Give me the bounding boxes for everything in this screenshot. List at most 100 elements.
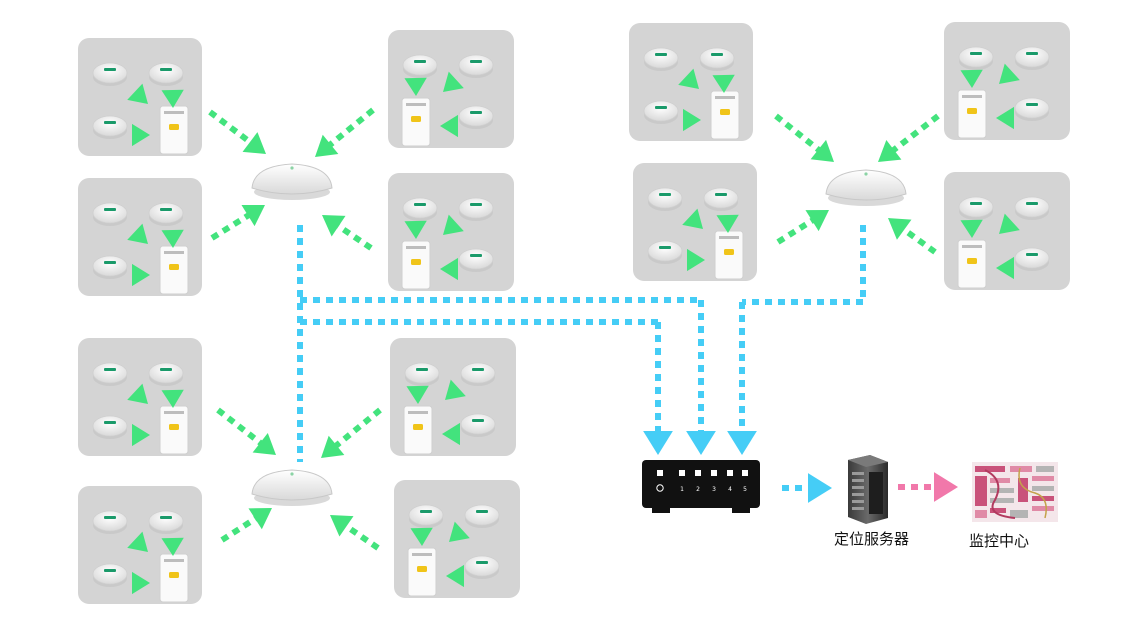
zone-panel-12-tag-3: [1014, 247, 1050, 271]
monitor-label: 监控中心: [969, 532, 1030, 550]
map-block: [990, 488, 1014, 493]
signal-arrow-5-shaft: [216, 407, 266, 448]
map-block: [1010, 510, 1028, 518]
zone-panel-7-arrow-2: [445, 379, 466, 400]
signal-arrow-7: [321, 407, 382, 458]
zone-panel-5-beacon: [159, 405, 189, 455]
server-top: [848, 455, 888, 467]
switch-port-number: 5: [743, 486, 747, 493]
zone-panel-10-arrow-1: [682, 208, 703, 229]
zone-panel-7-tag-2-top: [460, 362, 496, 384]
signal-arrow-12-shaft: [899, 224, 937, 255]
zone-panel-1-beacon-grille: [164, 111, 184, 114]
zone-panel-12-tag-2-top: [1014, 196, 1050, 218]
signal-arrow-6-head: [248, 508, 272, 530]
zone-panel-10-tag-3-top: [647, 240, 683, 262]
zone-panel-2-beacon-grille: [164, 251, 184, 254]
zone-panel-6-arrow-1: [127, 531, 148, 552]
zone-panel-3-arrow-2: [443, 71, 464, 92]
signal-arrow-7-shaft: [331, 407, 382, 451]
zone-panel-5-tag-2: [148, 362, 184, 386]
zone-panel-8-tag-2-logo: [476, 510, 488, 513]
server-drive-bay: [852, 493, 864, 496]
zone-panel-9-beacon-led: [720, 109, 730, 115]
signal-arrow-9: [774, 113, 834, 162]
zone-panel-2-tag-2-logo: [160, 208, 172, 211]
zone-panel-8-tag-2: [464, 504, 500, 528]
zone-panel-9-beacon-grille: [715, 96, 735, 99]
zone-panel-11-beacon: [957, 89, 987, 139]
zone-panel-7-arrow-1: [406, 385, 429, 404]
zone-panel-3-tag-1: [402, 54, 438, 78]
zone-panel-2-arrow-1: [127, 223, 148, 244]
zone-panel-6-beacon: [159, 553, 189, 603]
switch-body: [642, 460, 760, 508]
map-block: [975, 476, 987, 506]
zone-panel-6-tag-3: [92, 563, 128, 587]
access-point-1-status-led: [290, 166, 294, 170]
access-point-3: [825, 169, 907, 206]
zone-panel-12-arrow-3: [996, 256, 1014, 280]
zone-panel-1-tag-3-top: [92, 115, 128, 137]
signal-arrow-3-shaft: [325, 107, 375, 150]
zone-panel-7-tag-3: [460, 413, 496, 437]
zone-panel-11-tag-2-logo: [1026, 52, 1038, 55]
zone-panel-12: [944, 172, 1070, 290]
zone-panel-8-arrow-3: [446, 564, 464, 588]
zone-panel-6-tag-3-top: [92, 563, 128, 585]
zone-panel-6: [78, 486, 202, 604]
zone-panel-3-tag-2-top: [458, 54, 494, 76]
zone-panel-3-arrow-1: [404, 77, 427, 96]
zone-panel-10-tag-2-top: [703, 187, 739, 209]
zone-panel-9-arrow-2: [712, 74, 735, 93]
zone-panel-4-tag-3-logo: [470, 254, 482, 257]
zone-panel-2-arrow-3: [132, 263, 150, 287]
zone-panel-1-arrow-1: [127, 83, 148, 104]
access-point-2: [251, 469, 333, 506]
map-block: [975, 466, 1005, 472]
zone-panel-5-tag-2-top: [148, 362, 184, 384]
switch-foot-right: [732, 506, 750, 513]
zone-panel-7-tag-2: [460, 362, 496, 386]
access-point-2-status-led: [290, 472, 294, 476]
zone-panel-7: [390, 338, 516, 456]
zone-panel-3: [388, 30, 514, 148]
switch-port-2: [695, 470, 701, 476]
zone-panel-12-arrow-1: [960, 219, 983, 238]
zone-panel-2-tag-3-logo: [104, 261, 116, 264]
zone-panel-12-tag-1-top: [958, 196, 994, 218]
zone-panel-4-tag-1: [402, 197, 438, 221]
signal-arrow-4-shaft: [333, 221, 373, 251]
signal-arrow-2-head: [241, 205, 265, 227]
zone-panel-3-beacon: [401, 97, 431, 147]
zone-panel-4-beacon: [401, 240, 431, 290]
server-drive-bay: [852, 500, 864, 503]
floor-map-icon: [972, 462, 1058, 522]
zone-panel-3-tag-2: [458, 54, 494, 78]
switch-foot-left: [652, 506, 670, 513]
zone-panel-6-arrow-2: [161, 537, 184, 556]
switch-power-icon: [656, 484, 664, 492]
zone-panel-6-tag-2-logo: [160, 516, 172, 519]
zone-panel-5-tag-2-logo: [160, 368, 172, 371]
zone-panel-4-tag-1-top: [402, 197, 438, 219]
zone-panel-9-tag-2-logo: [711, 53, 723, 56]
zone-panel-8-tag-3: [464, 555, 500, 579]
zone-panel-8-tag-3-top: [464, 555, 500, 577]
signal-arrow-4-head: [322, 215, 346, 237]
zone-panel-6-tag-1-top: [92, 510, 128, 532]
zone-panel-4-tag-2-top: [458, 197, 494, 219]
signal-arrow-11: [878, 113, 940, 162]
zone-panel-10-beacon-led: [724, 249, 734, 255]
signal-arrow-1: [208, 109, 266, 154]
zone-panel-1-beacon: [159, 105, 189, 155]
zone-panel-7-tag-3-logo: [472, 419, 484, 422]
zone-panel-3-tag-1-top: [402, 54, 438, 76]
server-to-monitor-arrow-head: [934, 472, 958, 502]
zone-panel-7-tag-2-logo: [472, 368, 484, 371]
zone-panel-10-tag-1-top: [647, 187, 683, 209]
zone-panel-11-tag-1-top: [958, 46, 994, 68]
signal-arrow-1-head: [242, 132, 266, 154]
map-block: [1032, 506, 1054, 511]
